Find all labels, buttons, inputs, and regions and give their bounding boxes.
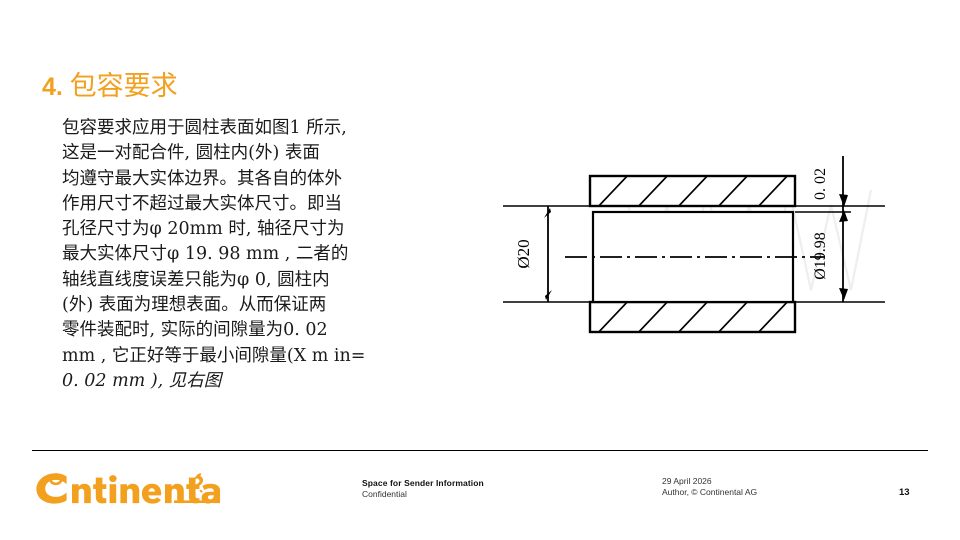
footer-divider — [32, 450, 928, 451]
page-number: 13 — [899, 487, 910, 498]
logo-underline — [174, 500, 220, 503]
footer-author: Author, © Continental AG — [662, 487, 758, 497]
logo-horse-icon — [190, 473, 204, 493]
label-hole-diameter: Ø20 — [514, 239, 533, 268]
arrowhead-up-hole — [544, 208, 551, 218]
body-line: 包容要求应用于圆柱表面如图1 所示, — [62, 118, 347, 138]
footer-meta-block: 29 April 2026 Author, © Continental AG — [662, 476, 757, 498]
body-line: 孔径尺寸为φ 20mm 时, 轴径尺寸为 — [62, 219, 345, 240]
label-shaft-diameter: Ø19.98 — [812, 232, 829, 280]
sleeve-lower-section — [588, 300, 797, 334]
body-line: 零件装配时, 实际的间隙量为0. 02 — [62, 320, 328, 341]
page-title-number: 4. — [42, 73, 63, 101]
footer-sender-block: Space for Sender Information Confidentia… — [362, 478, 484, 500]
footer-classification: Confidential — [362, 489, 407, 499]
body-line: 最大实体尺寸φ 19. 98 mm , 二者的 — [62, 244, 349, 265]
footer-sender-info: Space for Sender Information — [362, 478, 484, 488]
dimension-shaft-diameter: Ø19.98 — [812, 208, 848, 302]
continental-logo-svg — [36, 473, 221, 504]
arrowhead-up-shaft — [839, 210, 848, 222]
hatch-upper — [598, 177, 788, 205]
page-title-text: 包容要求 — [69, 71, 178, 101]
logo-wordmark — [36, 473, 221, 504]
body-line: mm , 它正好等于最小间隙量(X m in= — [62, 345, 366, 366]
body-line: 作用尺寸不超过最大实体尺寸。即当 — [62, 193, 342, 214]
label-clearance: 0. 02 — [812, 168, 829, 200]
continental-logo — [34, 471, 221, 505]
body-line: 0. 02 mm ), 见右图 — [62, 370, 222, 391]
shaft-body — [591, 210, 795, 304]
sleeve-upper-section — [588, 174, 797, 208]
page-title: 4. 包容要求 — [42, 70, 178, 103]
arrowhead-down-shaft — [839, 288, 848, 300]
dimension-hole-diameter: Ø20 — [514, 206, 552, 302]
arrowhead-down-hole — [545, 290, 552, 300]
body-line: (外) 表面为理想表面。从而保证两 — [62, 295, 327, 316]
body-line: 这是一对配合件, 圆柱内(外) 表面 — [62, 143, 320, 164]
body-paragraph: 包容要求应用于圆柱表面如图1 所示, 这是一对配合件, 圆柱内(外) 表面 均遵… — [62, 116, 454, 394]
arrowhead-down-clearance — [839, 194, 848, 207]
body-line: 轴线直线度误差只能为φ 0, 圆柱内 — [62, 269, 330, 290]
cylinder-cross-section-svg: Ø20 Ø19.98 0. 02 — [503, 156, 885, 334]
body-line: 均遵守最大实体边界。其各自的体外 — [62, 168, 342, 189]
dimension-clearance: 0. 02 — [812, 156, 848, 208]
technical-drawing: Ø20 Ø19.98 0. 02 — [495, 150, 925, 370]
footer-date: 29 April 2026 — [662, 476, 712, 486]
hatch-lower — [598, 303, 788, 331]
